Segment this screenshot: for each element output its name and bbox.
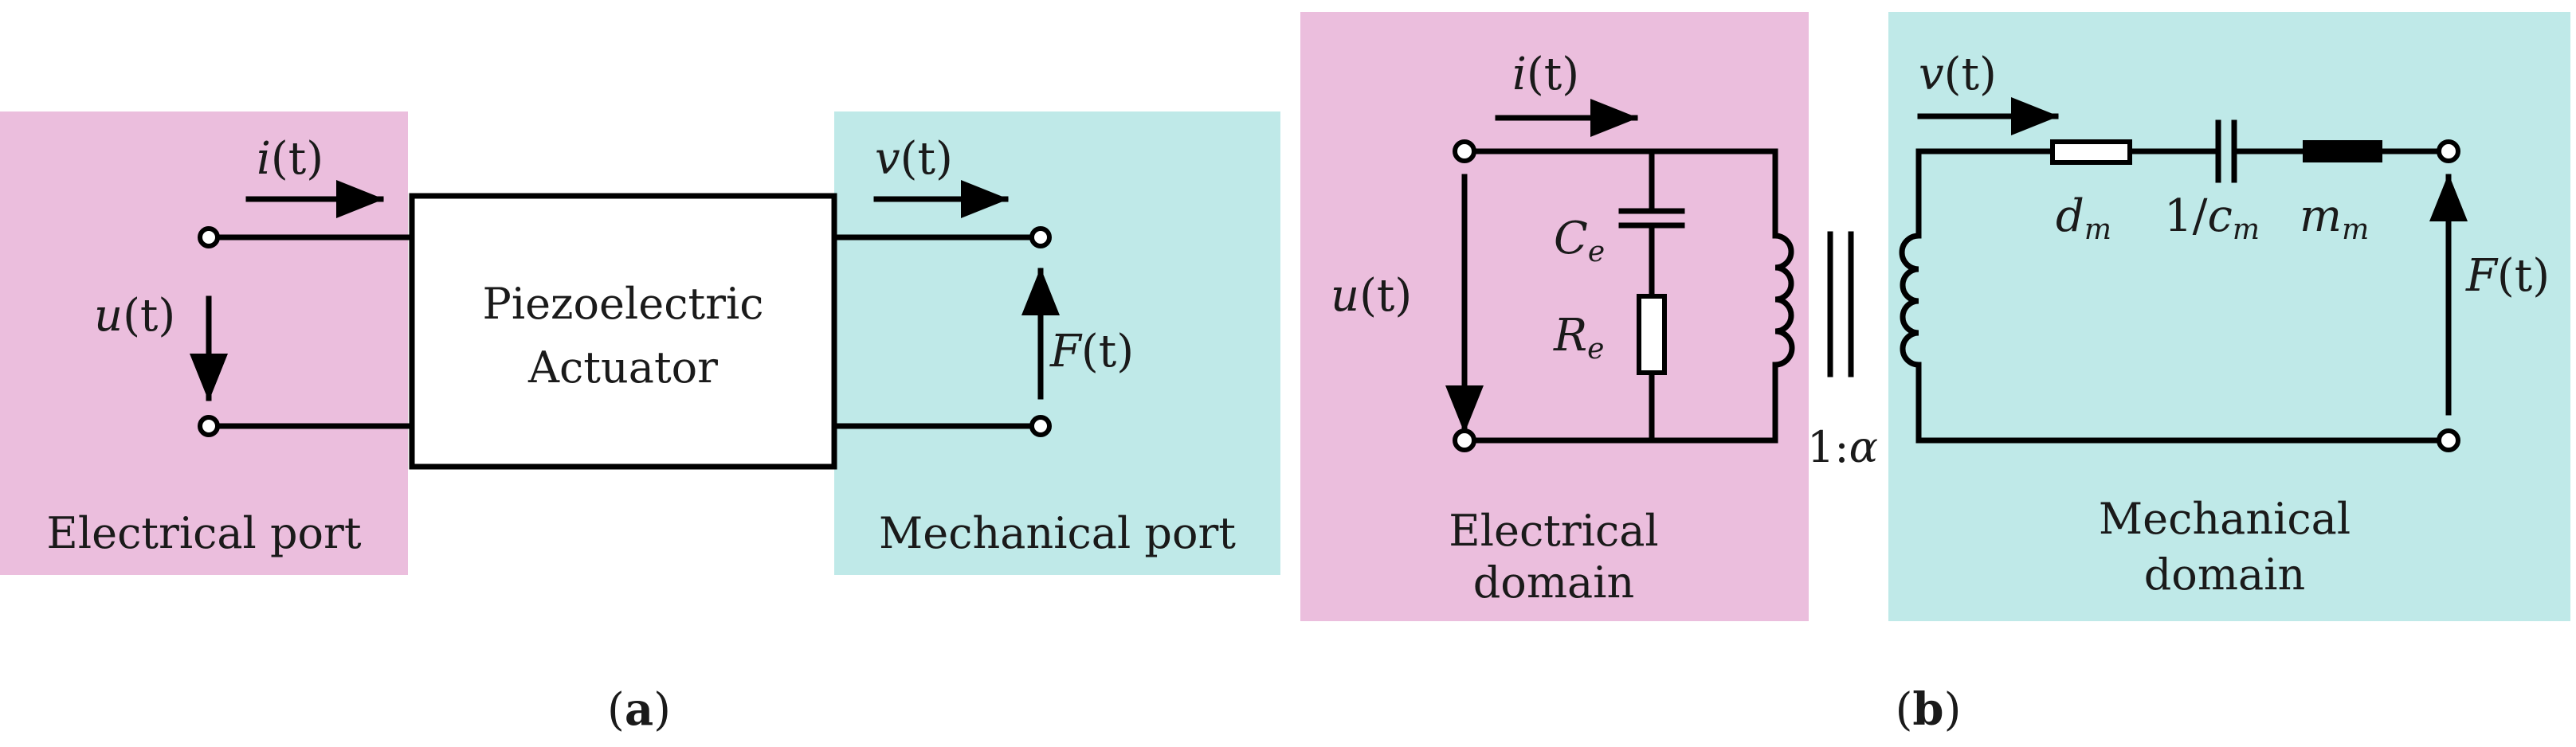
b-mech-top-wire bbox=[1915, 148, 2449, 239]
a-current-label: i(t) bbox=[257, 133, 323, 185]
panel-b: i(t) u(t) v(t) F(t) Ce Re 1:α dm 1/cm mm… bbox=[1300, 12, 2570, 736]
a-force-label: F(t) bbox=[1049, 326, 1134, 377]
mechanical-port-label: Mechanical port bbox=[879, 508, 1236, 558]
damper-dm bbox=[2050, 139, 2132, 165]
resistor-re-label: Re bbox=[1553, 310, 1604, 366]
b-terminal-top-left bbox=[1453, 139, 1476, 163]
b-current-label: i(t) bbox=[1512, 49, 1579, 100]
a-terminal-bottom-right bbox=[1029, 415, 1052, 437]
mechanical-domain-label-line1: Mechanical bbox=[2099, 494, 2351, 544]
electrical-port-label: Electrical port bbox=[46, 508, 361, 558]
b-voltage-label: u(t) bbox=[1331, 270, 1412, 322]
b-mech-bottom-wire bbox=[1915, 362, 2449, 444]
a-velocity-label: v(t) bbox=[875, 133, 953, 185]
transformer-secondary-coil bbox=[1899, 233, 1922, 368]
caption-a: (a) bbox=[607, 683, 671, 736]
b-velocity-label: v(t) bbox=[1919, 49, 1997, 100]
electrical-domain-region bbox=[1300, 12, 1809, 621]
electrical-domain-label-line2: domain bbox=[1473, 557, 1635, 608]
transformer-primary-coil bbox=[1772, 233, 1795, 368]
actuator-label-line1: Piezoelectric bbox=[483, 279, 764, 329]
compliance-label: 1/cm bbox=[2164, 190, 2260, 246]
electrical-port-region bbox=[0, 111, 408, 575]
b-elec-bottom-wire bbox=[1461, 362, 1778, 444]
mass-mm bbox=[2303, 140, 2382, 162]
a-voltage-label: u(t) bbox=[94, 290, 175, 342]
capacitor-ce-label: Ce bbox=[1554, 213, 1605, 268]
caption-b: (b) bbox=[1896, 683, 1962, 736]
damper-dm-label: dm bbox=[2056, 190, 2111, 246]
electrical-domain-label-line1: Electrical bbox=[1449, 506, 1658, 556]
b-elec-top-wire bbox=[1461, 148, 1778, 239]
turns-ratio-label: 1:α bbox=[1807, 422, 1878, 472]
actuator-block bbox=[409, 193, 837, 470]
b-terminal-top-right bbox=[2437, 139, 2460, 163]
panel-a: Piezoelectric Actuator i(t) u(t) v(t) F(… bbox=[0, 111, 1280, 736]
a-terminal-bottom-left bbox=[198, 415, 220, 437]
mechanical-port-region bbox=[834, 111, 1280, 575]
resistor-re bbox=[1637, 294, 1667, 375]
b-force-label: F(t) bbox=[2465, 250, 2550, 302]
a-terminal-top-left bbox=[198, 226, 220, 248]
mass-mm-label: mm bbox=[2300, 190, 2369, 246]
b-terminal-bottom-right bbox=[2437, 428, 2460, 452]
b-terminal-bottom-left bbox=[1453, 428, 1476, 452]
mechanical-domain-label-line2: domain bbox=[2144, 549, 2306, 600]
a-terminal-top-right bbox=[1029, 226, 1052, 248]
actuator-label-line2: Actuator bbox=[527, 342, 718, 393]
